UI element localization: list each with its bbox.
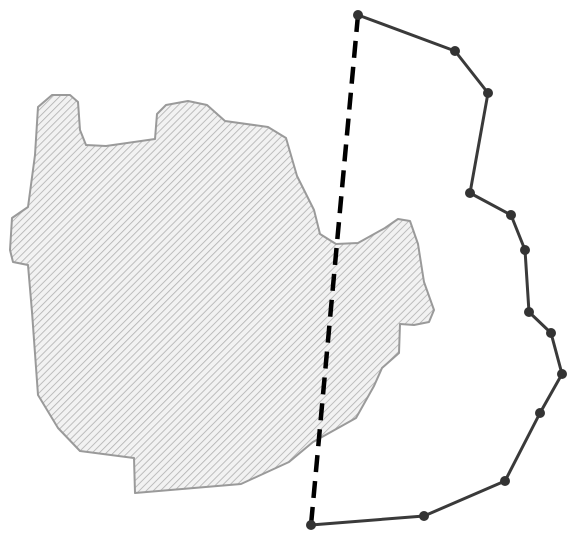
- vertex-point: [557, 369, 567, 379]
- vertex-point: [419, 511, 429, 521]
- vertex-point: [520, 245, 530, 255]
- vertex-point: [535, 408, 545, 418]
- dashed-divider-line: [308, 14, 361, 526]
- vertex-point: [465, 188, 475, 198]
- vertex-points: [306, 10, 567, 530]
- vertex-point: [500, 476, 510, 486]
- vertex-point: [450, 46, 460, 56]
- vertex-point: [306, 520, 316, 530]
- vertex-point: [506, 210, 516, 220]
- hatched-region: [9, 94, 435, 494]
- vertex-point: [353, 10, 363, 20]
- vertex-point: [524, 307, 534, 317]
- vertex-point: [483, 88, 493, 98]
- vertex-point: [546, 328, 556, 338]
